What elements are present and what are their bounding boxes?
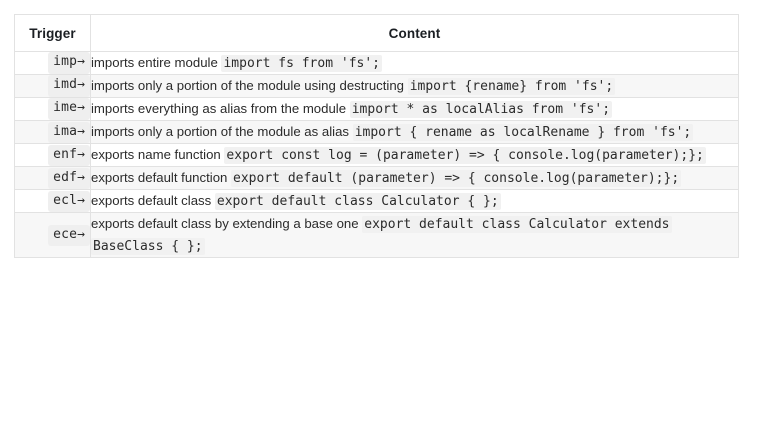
trigger-text: ime	[53, 100, 78, 116]
content-cell: exports default function export default …	[90, 166, 739, 191]
trigger-text: enf	[53, 146, 78, 162]
table-row: enf→ exports name function export const …	[14, 143, 739, 168]
content-cell: imports only a portion of the module usi…	[90, 74, 739, 99]
trigger-chip: ime→	[48, 98, 90, 120]
trigger-chip: imp→	[48, 52, 90, 74]
trigger-text: ima	[53, 123, 78, 139]
snippet-description: exports default class by extending a bas…	[91, 216, 363, 232]
content-cell: exports default class export default cla…	[90, 189, 739, 214]
snippet-code: export default class Calculator { };	[214, 193, 501, 211]
tab-arrow-icon: →	[77, 169, 85, 185]
table-header: Trigger Content	[14, 14, 739, 52]
content-cell: imports only a portion of the module as …	[90, 120, 739, 145]
trigger-chip: imd→	[48, 75, 90, 97]
content-cell: exports name function export const log =…	[90, 143, 739, 168]
trigger-chip: edf→	[48, 167, 90, 189]
trigger-chip: ece→	[48, 224, 90, 246]
snippet-description: imports only a portion of the module as …	[91, 124, 353, 140]
snippet-description: imports entire module	[91, 55, 222, 70]
content-cell: imports everything as alias from the mod…	[90, 97, 739, 122]
trigger-cell: edf→	[14, 166, 91, 191]
snippet-code: import { rename as localRename } from 'f…	[352, 124, 694, 142]
tab-arrow-icon: →	[77, 192, 85, 208]
trigger-chip: enf→	[48, 144, 90, 166]
column-header-content: Content	[90, 14, 739, 52]
table-row: ecl→ exports default class export defaul…	[14, 189, 739, 214]
table-row: ima→ imports only a portion of the modul…	[14, 120, 739, 145]
trigger-cell: imp→	[14, 50, 91, 76]
snippet-description: imports everything as alias from the mod…	[91, 101, 350, 117]
snippet-description: exports default function	[91, 170, 232, 186]
trigger-text: edf	[53, 169, 78, 185]
snippet-description: imports only a portion of the module usi…	[91, 78, 408, 94]
trigger-cell: ece→	[14, 212, 91, 259]
trigger-text: imp	[53, 54, 78, 70]
snippet-code: import * as localAlias from 'fs';	[349, 101, 613, 119]
snippet-code: export default (parameter) => { console.…	[231, 170, 682, 188]
table-row: ece→ exports default class by extending …	[14, 212, 739, 259]
tab-arrow-icon: →	[77, 54, 85, 70]
column-header-trigger: Trigger	[14, 14, 91, 52]
trigger-text: ecl	[53, 192, 78, 208]
trigger-cell: ecl→	[14, 189, 91, 214]
trigger-cell: ima→	[14, 120, 91, 145]
trigger-cell: ime→	[14, 97, 91, 122]
table-row: ime→ imports everything as alias from th…	[14, 97, 739, 122]
table-body: imp→ imports entire module import fs fro…	[14, 50, 739, 259]
tab-arrow-icon: →	[77, 77, 85, 93]
content-cell: imports entire module import fs from 'fs…	[90, 50, 739, 76]
snippets-table: Trigger Content imp→ imports entire modu…	[14, 14, 739, 259]
trigger-cell: imd→	[14, 74, 91, 99]
trigger-cell: enf→	[14, 143, 91, 168]
table-row: imd→ imports only a portion of the modul…	[14, 74, 739, 99]
tab-arrow-icon: →	[77, 100, 85, 116]
tab-arrow-icon: →	[77, 146, 85, 162]
trigger-text: imd	[53, 77, 78, 93]
tab-arrow-icon: →	[77, 226, 85, 242]
table-row: imp→ imports entire module import fs fro…	[14, 50, 739, 76]
snippet-code: import {rename} from 'fs';	[407, 78, 616, 96]
trigger-chip: ima→	[48, 121, 90, 143]
snippet-description: exports name function	[91, 147, 225, 163]
snippet-code: import fs from 'fs';	[221, 55, 383, 72]
snippet-code: export const log = (parameter) => { cons…	[224, 147, 706, 165]
trigger-chip: ecl→	[48, 190, 90, 212]
snippet-description: exports default class	[91, 193, 215, 209]
table-row: edf→ exports default function export def…	[14, 166, 739, 191]
table-header-row: Trigger Content	[14, 14, 739, 52]
content-cell: exports default class by extending a bas…	[90, 212, 739, 259]
tab-arrow-icon: →	[77, 123, 85, 139]
trigger-text: ece	[53, 226, 78, 242]
